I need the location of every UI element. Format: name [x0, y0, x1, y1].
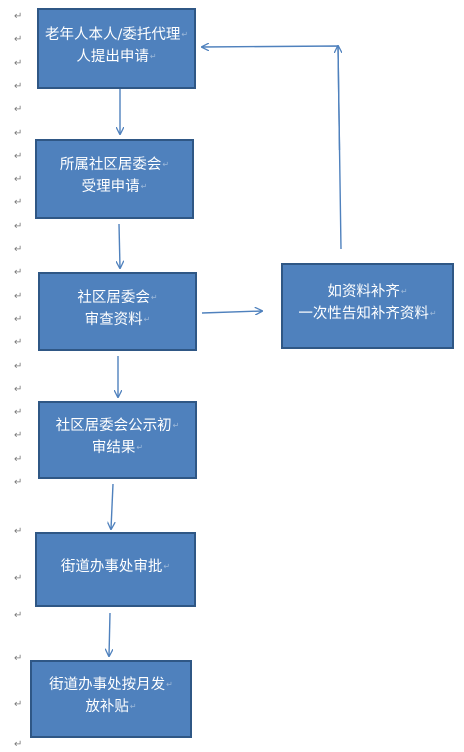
paragraph-mark: ↵ — [14, 739, 23, 750]
box-publicize-line1: 社区居委会公示初 — [56, 415, 180, 437]
box-supplement-line2: 一次性告知补齐资料 — [298, 303, 436, 325]
arrow-supplement-back-to-apply — [202, 46, 342, 250]
box-apply-line1: 老年人本人/委托代理 — [45, 24, 188, 46]
box-pay: 街道办事处按月发 放补贴 — [30, 660, 192, 738]
box-apply-line2: 人提出申请 — [76, 46, 156, 68]
paragraph-mark: ↵ — [14, 314, 23, 325]
box-pay-line2: 放补贴 — [85, 696, 136, 718]
paragraph-mark: ↵ — [14, 477, 23, 488]
box-publicize: 社区居委会公示初 审结果 — [38, 401, 197, 479]
paragraph-mark: ↵ — [14, 174, 23, 185]
paragraph-mark: ↵ — [14, 34, 23, 45]
paragraph-mark: ↵ — [14, 610, 23, 621]
box-accept-line2: 受理申请 — [82, 176, 148, 198]
paragraph-mark: ↵ — [14, 104, 23, 115]
paragraph-mark: ↵ — [14, 291, 23, 302]
box-supplement: 如资料补齐 一次性告知补齐资料 — [281, 263, 454, 349]
paragraph-marks: ↵ ↵ ↵ ↵ ↵ ↵ ↵ ↵ ↵ ↵ ↵ ↵ ↵ ↵ ↵ ↵ ↵ ↵ ↵ ↵ ↵ ↵ ↵ ↵ ↵ ↵ ↵ — [0, 0, 30, 752]
box-approve-line1: 街道办事处审批 — [61, 556, 170, 578]
arrow-approve-to-pay — [109, 612, 110, 656]
paragraph-mark: ↵ — [14, 653, 23, 664]
box-apply: 老年人本人/委托代理 人提出申请 — [37, 8, 196, 89]
paragraph-mark: ↵ — [14, 128, 23, 139]
box-supplement-line1: 如资料补齐 — [327, 281, 407, 303]
paragraph-mark: ↵ — [14, 430, 23, 441]
paragraph-mark: ↵ — [14, 361, 23, 372]
box-publicize-line2: 审结果 — [92, 437, 143, 459]
box-review-line1: 社区居委会 — [77, 287, 157, 309]
paragraph-mark: ↵ — [14, 197, 23, 208]
arrow-review-to-supplement — [201, 311, 262, 313]
paragraph-mark: ↵ — [14, 81, 23, 92]
box-review-line2: 审查资料 — [85, 309, 151, 331]
arrow-publicize-to-approve — [111, 483, 113, 529]
paragraph-mark: ↵ — [14, 58, 23, 69]
paragraph-mark: ↵ — [14, 407, 23, 418]
paragraph-mark: ↵ — [14, 221, 23, 232]
paragraph-mark: ↵ — [14, 573, 23, 584]
paragraph-mark: ↵ — [14, 267, 23, 278]
arrow-accept-to-review — [119, 223, 120, 268]
paragraph-mark: ↵ — [14, 11, 23, 22]
paragraph-mark: ↵ — [14, 526, 23, 537]
paragraph-mark: ↵ — [14, 337, 23, 348]
box-accept: 所属社区居委会 受理申请 — [35, 139, 194, 219]
box-accept-line1: 所属社区居委会 — [60, 154, 169, 176]
paragraph-mark: ↵ — [14, 384, 23, 395]
arrow-supplement-up-head — [338, 46, 340, 151]
box-approve: 街道办事处审批 — [35, 532, 196, 607]
paragraph-mark: ↵ — [14, 151, 23, 162]
paragraph-mark: ↵ — [14, 454, 23, 465]
paragraph-mark: ↵ — [14, 699, 23, 710]
box-review: 社区居委会 审查资料 — [38, 272, 197, 351]
paragraph-mark: ↵ — [14, 244, 23, 255]
box-pay-line1: 街道办事处按月发 — [49, 674, 173, 696]
